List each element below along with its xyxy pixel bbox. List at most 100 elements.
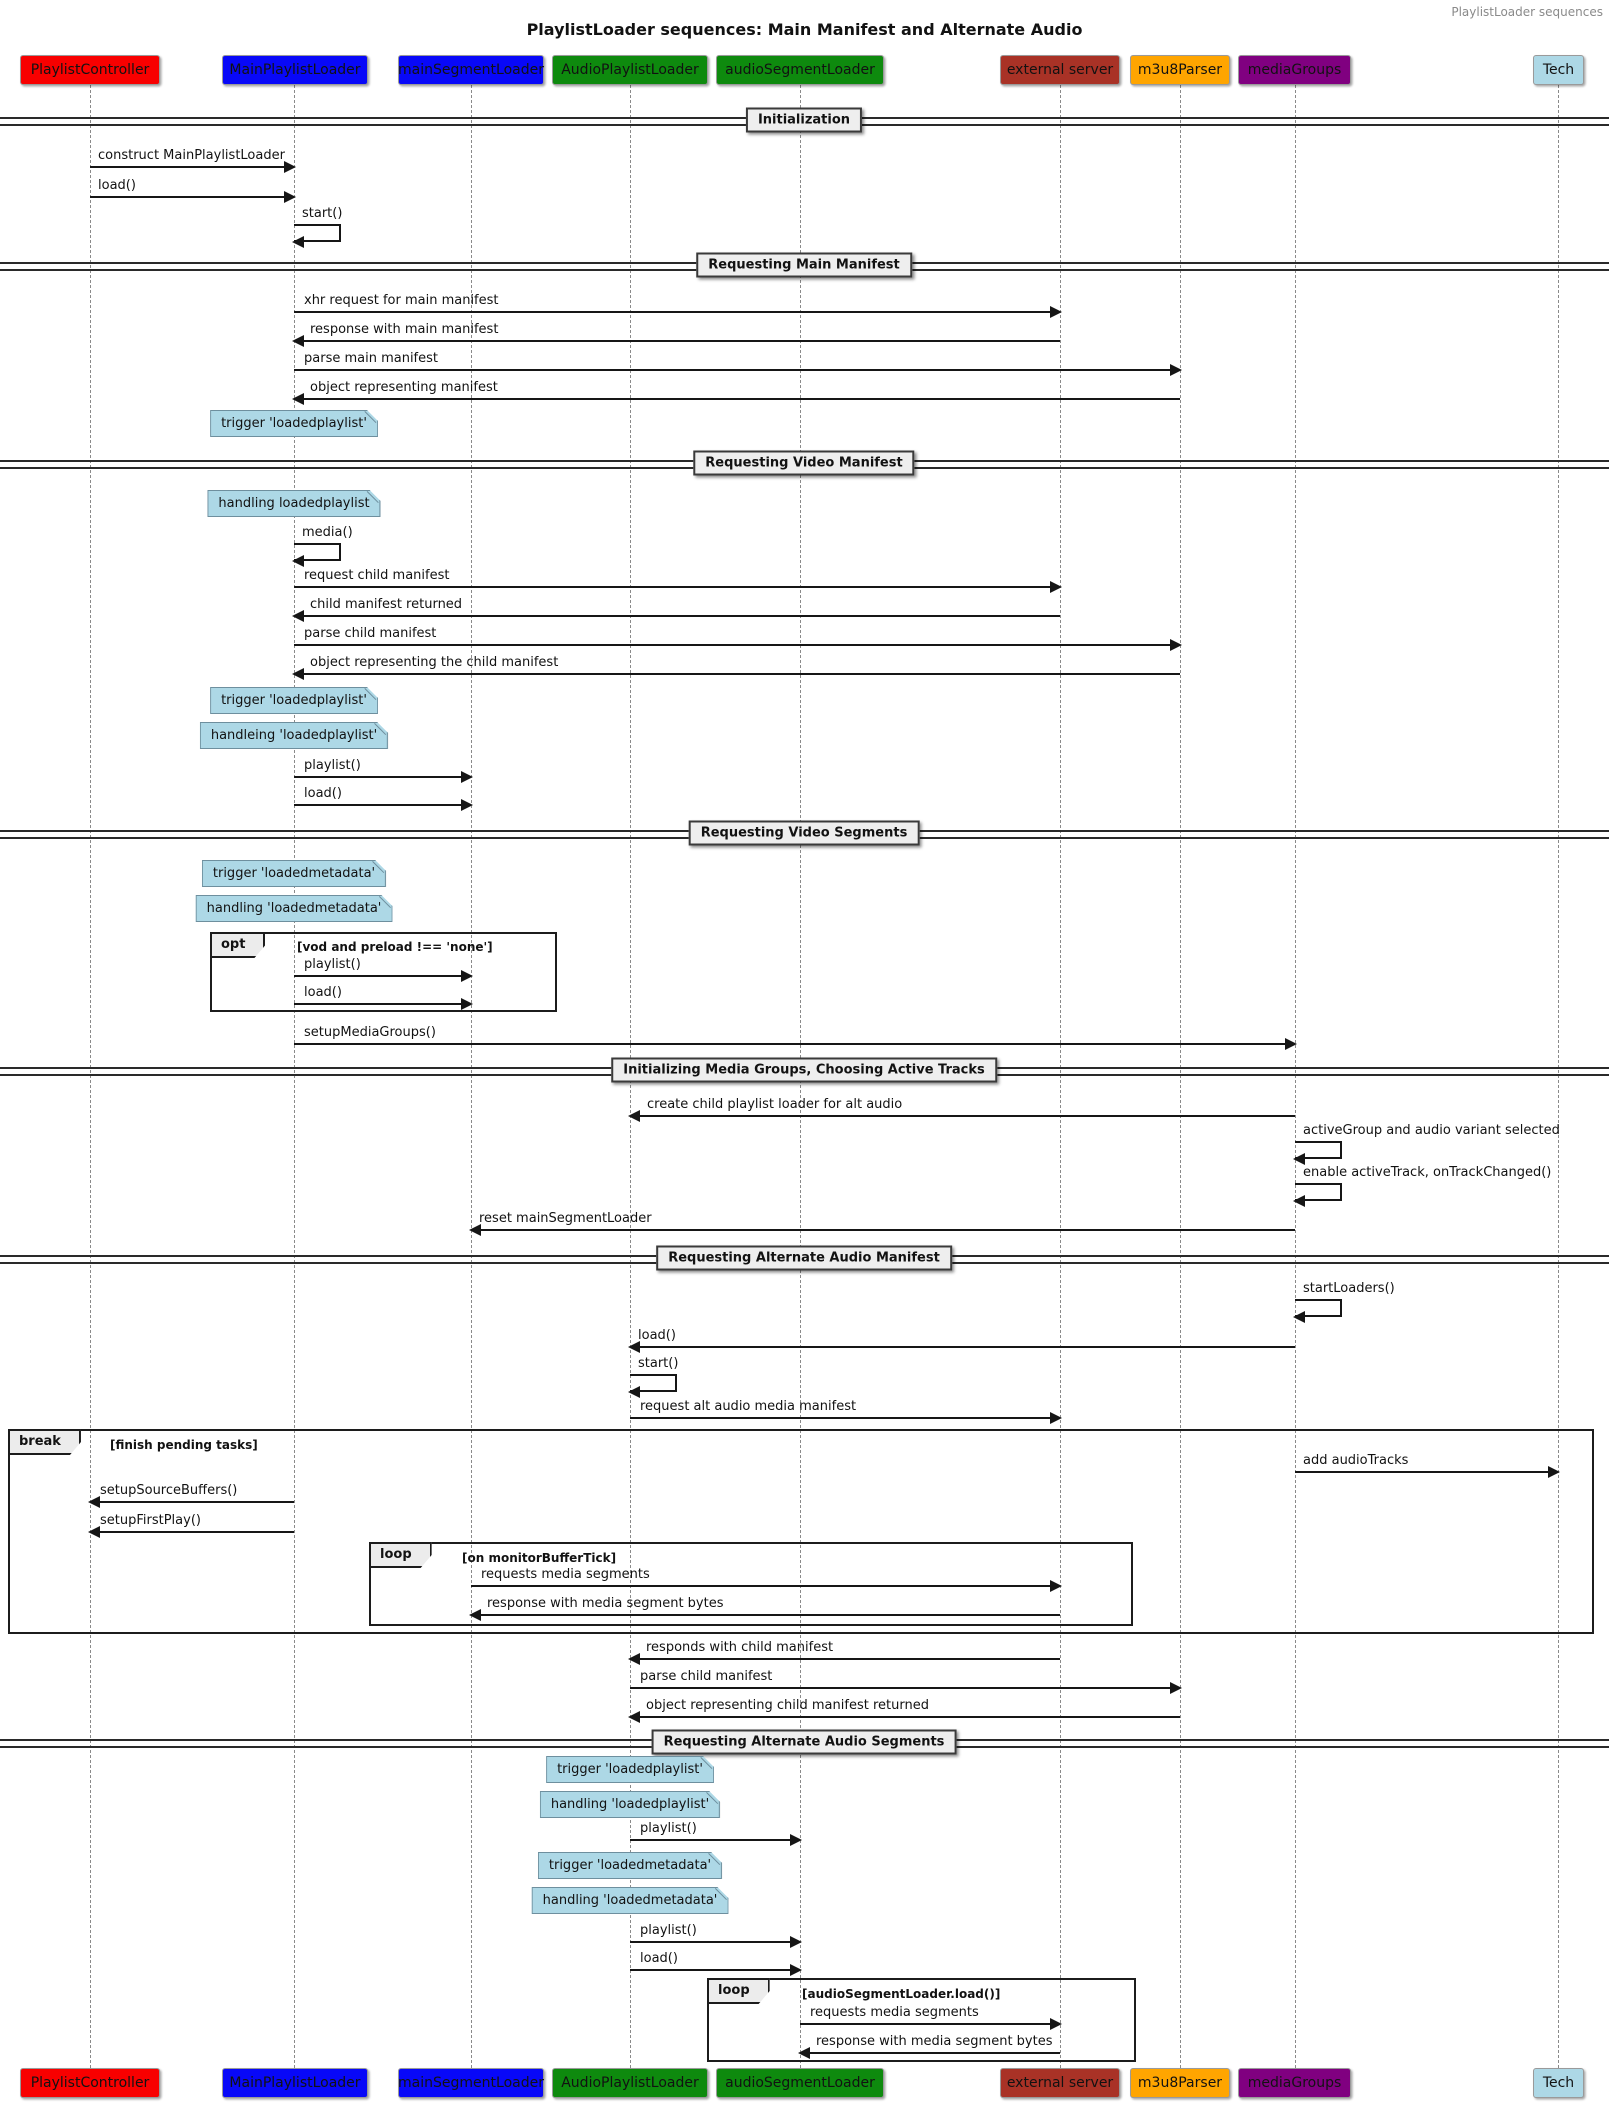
message-requests-media-segments: requests media segments bbox=[810, 2005, 979, 2020]
message-load: load() bbox=[640, 1951, 678, 1966]
self-arrow bbox=[1293, 1299, 1342, 1323]
participant-audiosegmentloader: audioSegmentLoader bbox=[716, 55, 884, 85]
message-start-self: start() bbox=[638, 1356, 679, 1371]
arrow bbox=[630, 1936, 802, 1948]
self-arrow bbox=[628, 1374, 677, 1398]
message-playlist: playlist() bbox=[640, 1821, 697, 1836]
message-playlist: playlist() bbox=[640, 1923, 697, 1938]
diagram-title: PlaylistLoader sequences: Main Manifest … bbox=[526, 20, 1083, 39]
participant-tech-bottom: Tech bbox=[1533, 2068, 1584, 2098]
divider-requesting-video-segments: Requesting Video Segments bbox=[688, 820, 920, 846]
arrow bbox=[294, 639, 1182, 651]
fragment-loop-audiosegmentloader-keyword: loop bbox=[707, 1978, 770, 2004]
note-handling-loadedplaylist: handling loadedplaylist bbox=[207, 490, 380, 517]
fragment-loop-audiosegmentloader-condition: [audioSegmentLoader.load()] bbox=[802, 1987, 1001, 2001]
fragment-break-keyword: break bbox=[8, 1429, 81, 1455]
arrow bbox=[630, 1834, 802, 1846]
participant-external-server: external server bbox=[1000, 55, 1120, 85]
fragment-opt-condition: [vod and preload !== 'none'] bbox=[297, 940, 493, 954]
note-trigger-loadedmetadata: trigger 'loadedmetadata' bbox=[202, 860, 386, 887]
message-add-audiotracks: add audioTracks bbox=[1303, 1453, 1409, 1468]
participant-mainsegmentloader-bottom: mainSegmentLoader bbox=[398, 2068, 544, 2098]
message-reset-mainsegmentloader: reset mainSegmentLoader bbox=[479, 1211, 652, 1226]
fragment-loop-monitorbuffertick: loop [on monitorBufferTick] bbox=[369, 1542, 1133, 1626]
self-arrow bbox=[292, 543, 341, 567]
divider-initializing-media-groups: Initializing Media Groups, Choosing Acti… bbox=[611, 1057, 997, 1083]
participant-playlistcontroller-bottom: PlaylistController bbox=[20, 2068, 160, 2098]
participant-tech: Tech bbox=[1533, 55, 1584, 85]
message-request-child-manifest: request child manifest bbox=[304, 568, 450, 583]
arrow bbox=[292, 393, 1180, 405]
divider-requesting-alt-audio-segments: Requesting Alternate Audio Segments bbox=[651, 1729, 957, 1755]
message-enable-activetrack-self: enable activeTrack, onTrackChanged() bbox=[1303, 1165, 1552, 1180]
note-handleing-loadedplaylist: handleing 'loadedplaylist' bbox=[200, 722, 388, 749]
arrow bbox=[628, 1653, 1060, 1665]
message-request-alt-audio-manifest: request alt audio media manifest bbox=[640, 1399, 857, 1414]
lifeline-m3u8parser bbox=[1180, 85, 1181, 2068]
participant-m3u8parser: m3u8Parser bbox=[1130, 55, 1230, 85]
message-response-main-manifest: response with main manifest bbox=[310, 322, 499, 337]
note-trigger-loadedmetadata: trigger 'loadedmetadata' bbox=[538, 1852, 722, 1879]
participant-audioplaylistloader: AudioPlaylistLoader bbox=[552, 55, 708, 85]
note-handling-loadedplaylist: handling 'loadedplaylist' bbox=[540, 1791, 720, 1818]
self-arrow bbox=[292, 224, 341, 248]
arrow bbox=[90, 161, 296, 173]
arrow bbox=[294, 771, 473, 783]
arrow bbox=[294, 799, 473, 811]
lifeline-mainsegmentloader bbox=[471, 85, 472, 2068]
message-parse-main-manifest: parse main manifest bbox=[304, 351, 439, 366]
participant-mainsegmentloader: mainSegmentLoader bbox=[398, 55, 544, 85]
lifeline-external-server bbox=[1060, 85, 1061, 2068]
message-xhr-request-main-manifest: xhr request for main manifest bbox=[304, 293, 499, 308]
message-load: load() bbox=[304, 786, 342, 801]
arrow bbox=[1295, 1466, 1560, 1478]
arrow bbox=[798, 2047, 1060, 2059]
participant-mediagroups-bottom: mediaGroups bbox=[1238, 2068, 1351, 2098]
participant-audioplaylistloader-bottom: AudioPlaylistLoader bbox=[552, 2068, 708, 2098]
arrow bbox=[294, 364, 1182, 376]
note-trigger-loadedplaylist: trigger 'loadedplaylist' bbox=[546, 1756, 714, 1783]
message-create-child-playlist-loader: create child playlist loader for alt aud… bbox=[647, 1097, 903, 1112]
message-load: load() bbox=[638, 1328, 676, 1343]
arrow bbox=[800, 2018, 1062, 2030]
arrow bbox=[628, 1110, 1295, 1122]
participant-mainplaylistloader-bottom: MainPlaylistLoader bbox=[222, 2068, 368, 2098]
arrow bbox=[630, 1682, 1182, 1694]
divider-requesting-main-manifest: Requesting Main Manifest bbox=[696, 252, 912, 278]
arrow bbox=[294, 970, 473, 982]
self-arrow bbox=[1293, 1141, 1342, 1165]
lifeline-tech bbox=[1558, 85, 1559, 2068]
fragment-opt: opt [vod and preload !== 'none'] bbox=[210, 932, 557, 1012]
arrow bbox=[88, 1526, 294, 1538]
fragment-break-condition: [finish pending tasks] bbox=[110, 1438, 258, 1452]
participant-external-server-bottom: external server bbox=[1000, 2068, 1120, 2098]
message-parse-child-manifest: parse child manifest bbox=[304, 626, 437, 641]
lifeline-mediagroups bbox=[1295, 85, 1296, 2068]
arrow bbox=[292, 668, 1180, 680]
fragment-loop-audiosegmentloader: loop [audioSegmentLoader.load()] bbox=[707, 1978, 1136, 2062]
message-requests-media-segments: requests media segments bbox=[481, 1567, 650, 1582]
diagram-watermark: PlaylistLoader sequences bbox=[1451, 5, 1603, 19]
message-response-media-segment-bytes: response with media segment bytes bbox=[487, 1596, 724, 1611]
note-handling-loadedmetadata: handling 'loadedmetadata' bbox=[196, 895, 393, 922]
arrow bbox=[292, 335, 1060, 347]
arrow bbox=[294, 306, 1062, 318]
arrow bbox=[469, 1609, 1060, 1621]
message-playlist: playlist() bbox=[304, 758, 361, 773]
message-setupsourcebuffers: setupSourceBuffers() bbox=[100, 1483, 238, 1498]
lifeline-mainplaylistloader bbox=[294, 85, 295, 2068]
note-trigger-loadedplaylist: trigger 'loadedplaylist' bbox=[210, 687, 378, 714]
message-setupmediagroups: setupMediaGroups() bbox=[304, 1025, 436, 1040]
note-handling-loadedmetadata: handling 'loadedmetadata' bbox=[532, 1887, 729, 1914]
note-trigger-loadedplaylist: trigger 'loadedplaylist' bbox=[210, 410, 378, 437]
message-load: load() bbox=[98, 178, 136, 193]
message-load: load() bbox=[304, 985, 342, 1000]
message-child-manifest-returned: child manifest returned bbox=[310, 597, 463, 612]
participant-audiosegmentloader-bottom: audioSegmentLoader bbox=[716, 2068, 884, 2098]
arrow bbox=[628, 1711, 1180, 1723]
arrow bbox=[292, 610, 1060, 622]
fragment-loop-monitorbuffertick-keyword: loop bbox=[369, 1542, 432, 1568]
arrow bbox=[469, 1224, 1295, 1236]
arrow bbox=[630, 1412, 1062, 1424]
